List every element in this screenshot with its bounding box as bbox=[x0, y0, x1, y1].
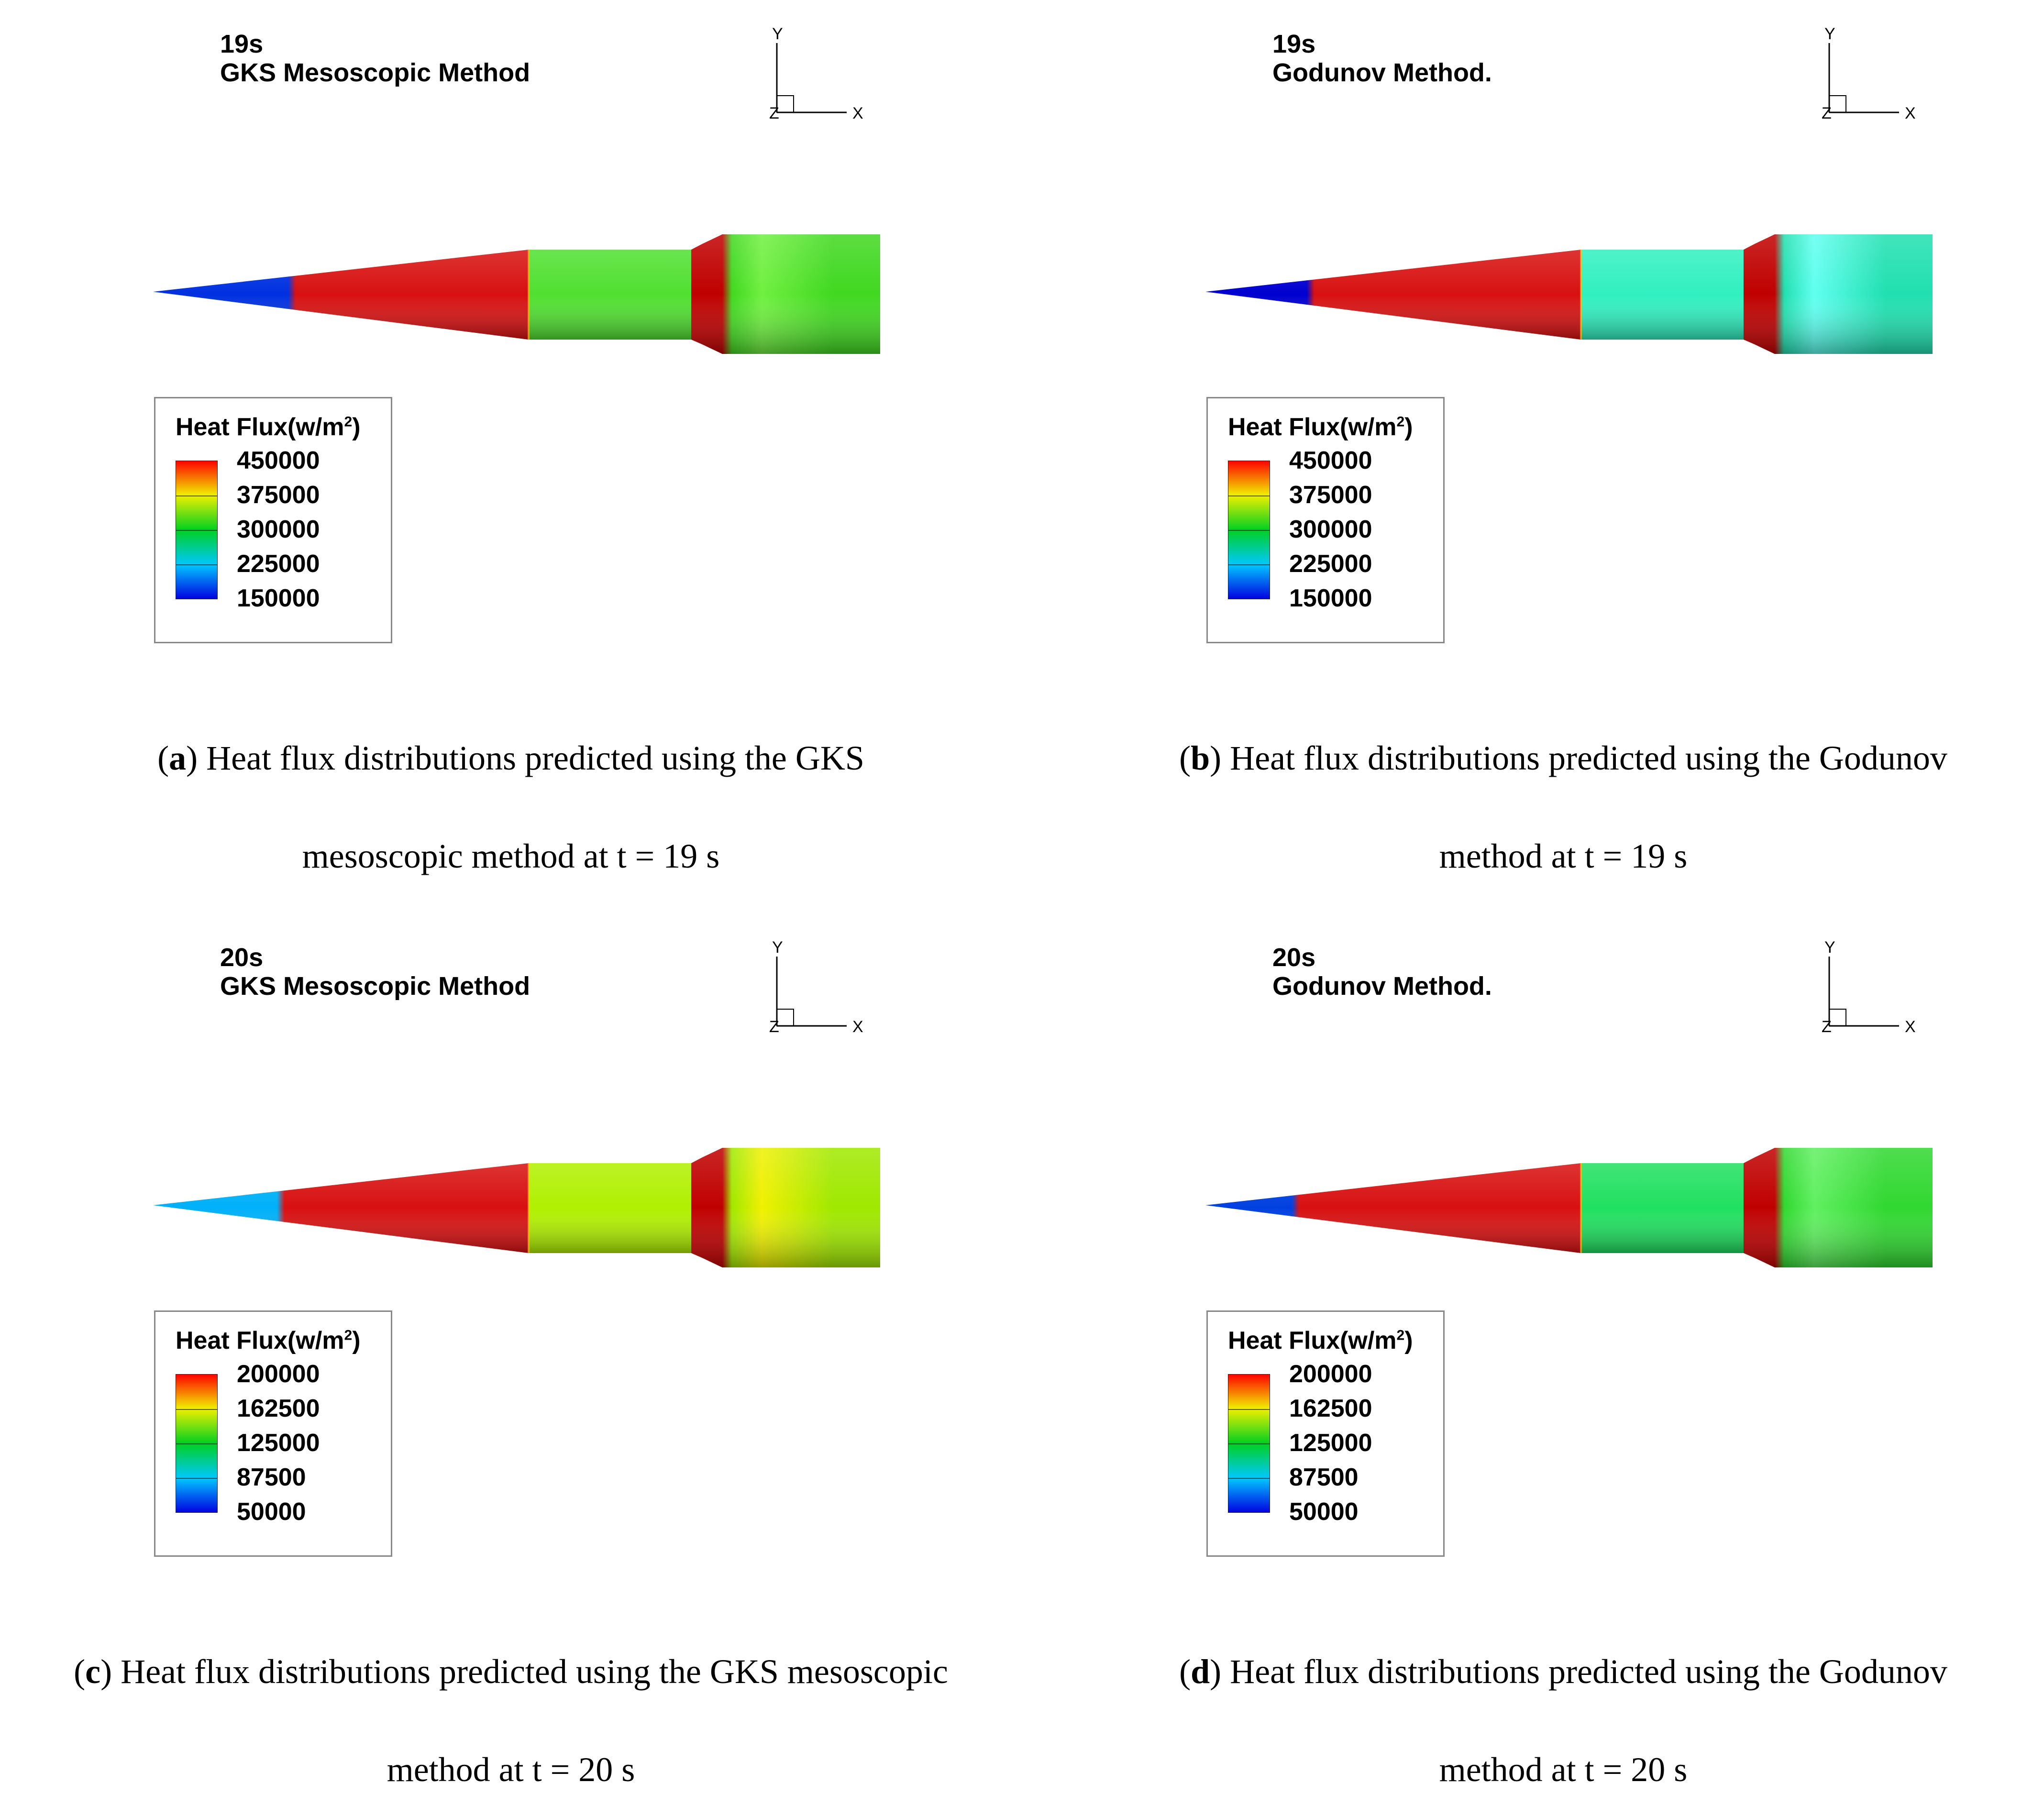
caption-line-2: method at t = 19 s bbox=[1439, 837, 1688, 875]
legend-level-2: 162500 bbox=[1289, 1395, 1372, 1422]
z-axis-box bbox=[1829, 95, 1846, 113]
legend-title: Heat Flux(w/m2) bbox=[1228, 1327, 1413, 1354]
legend-level-1: 450000 bbox=[237, 447, 320, 474]
legend-level-4: 225000 bbox=[237, 550, 320, 578]
legend-level-3: 125000 bbox=[1289, 1429, 1372, 1457]
legend-level-1: 200000 bbox=[237, 1360, 320, 1388]
legend-level-1: 450000 bbox=[1289, 447, 1372, 474]
caption-line-1: (b) Heat flux distributions predicted us… bbox=[1179, 739, 1947, 777]
legend-level-2: 162500 bbox=[237, 1395, 320, 1422]
legend-level-3: 125000 bbox=[237, 1429, 320, 1457]
legend-level-4: 87500 bbox=[1289, 1464, 1359, 1491]
surface-shading bbox=[722, 234, 880, 354]
colorbar-fill bbox=[1228, 461, 1270, 599]
caption-line-2: method at t = 20 s bbox=[387, 1750, 635, 1789]
surface-shading bbox=[1775, 1148, 1933, 1267]
legend-level-2: 375000 bbox=[1289, 481, 1372, 509]
legend-box: Heat Flux(w/m2) 450000 375000 300000 225… bbox=[154, 397, 392, 643]
legend-colorbar bbox=[1228, 461, 1270, 599]
legend-title: Heat Flux(w/m2) bbox=[1228, 413, 1413, 441]
colorbar-fill bbox=[176, 1374, 218, 1513]
legend-level-5: 150000 bbox=[1289, 584, 1372, 612]
legend-level-4: 87500 bbox=[237, 1464, 306, 1491]
figure-panel-a: 19s GKS Mesoscopic Method Y X Z Heat Flu… bbox=[0, 0, 1022, 902]
colorbar-fill bbox=[1228, 1374, 1270, 1513]
figure-panel-c: 20s GKS Mesoscopic Method Y X Z Heat Flu… bbox=[0, 914, 1022, 1816]
legend-level-5: 50000 bbox=[1289, 1498, 1359, 1526]
legend-box: Heat Flux(w/m2) 200000 162500 125000 875… bbox=[154, 1310, 392, 1557]
axis-triad: Y X Z bbox=[1822, 25, 1916, 122]
legend-colorbar bbox=[176, 1374, 218, 1513]
caption-line-2: mesoscopic method at t = 19 s bbox=[302, 837, 720, 875]
y-axis-label: Y bbox=[1824, 938, 1835, 957]
legend-level-3: 300000 bbox=[1289, 516, 1372, 543]
surface-shading bbox=[529, 250, 691, 340]
surface-shading bbox=[1744, 1148, 1775, 1267]
caption-line-1: (c) Heat flux distributions predicted us… bbox=[74, 1652, 948, 1691]
method-label: Godunov Method. bbox=[1272, 972, 1492, 1001]
x-axis-label: X bbox=[852, 104, 863, 122]
legend-box: Heat Flux(w/m2) 450000 375000 300000 225… bbox=[1206, 397, 1445, 643]
axis-triad: Y X Z bbox=[1822, 938, 1916, 1036]
surface-shading bbox=[529, 1163, 691, 1253]
surface-shading bbox=[1581, 250, 1744, 340]
legend-title: Heat Flux(w/m2) bbox=[176, 1327, 361, 1354]
x-axis-label: X bbox=[1905, 104, 1916, 122]
surface-shading bbox=[1205, 1163, 1581, 1253]
time-label: 20s bbox=[220, 943, 264, 972]
z-axis-label: Z bbox=[769, 1018, 779, 1036]
surface-shading bbox=[1581, 1163, 1744, 1253]
x-axis-label: X bbox=[1905, 1018, 1916, 1036]
method-label: GKS Mesoscopic Method bbox=[220, 972, 530, 1001]
z-axis-box bbox=[776, 1009, 794, 1026]
legend-colorbar bbox=[176, 461, 218, 599]
x-axis-label: X bbox=[852, 1018, 863, 1036]
y-axis-label: Y bbox=[772, 25, 783, 43]
method-label: Godunov Method. bbox=[1272, 58, 1492, 87]
vehicle-surface bbox=[153, 234, 880, 354]
z-axis-label: Z bbox=[1822, 1018, 1832, 1036]
z-axis-label: Z bbox=[1822, 104, 1832, 122]
surface-shading bbox=[1205, 250, 1581, 340]
vehicle-surface bbox=[153, 1148, 880, 1267]
legend-colorbar bbox=[1228, 1374, 1270, 1513]
legend-level-5: 150000 bbox=[237, 584, 320, 612]
time-label: 19s bbox=[220, 30, 264, 58]
caption-line-2: method at t = 20 s bbox=[1439, 1750, 1688, 1789]
caption-line-1: (d) Heat flux distributions predicted us… bbox=[1179, 1652, 1947, 1691]
surface-shading bbox=[691, 1148, 722, 1267]
vehicle-surface bbox=[1205, 1148, 1933, 1267]
time-label: 20s bbox=[1272, 943, 1316, 972]
figure-panel-b: 19s Godunov Method. Y X Z Heat Flux(w/m2… bbox=[1052, 0, 2044, 902]
z-axis-box bbox=[1829, 1009, 1846, 1026]
legend-level-3: 300000 bbox=[237, 516, 320, 543]
legend-level-2: 375000 bbox=[237, 481, 320, 509]
surface-shading bbox=[722, 1148, 880, 1267]
surface-shading bbox=[1744, 234, 1775, 354]
vehicle-surface bbox=[1205, 234, 1933, 354]
legend-level-4: 225000 bbox=[1289, 550, 1372, 578]
surface-shading bbox=[691, 234, 722, 354]
time-label: 19s bbox=[1272, 30, 1316, 58]
surface-shading bbox=[153, 1163, 529, 1253]
legend-level-5: 50000 bbox=[237, 1498, 306, 1526]
legend-level-1: 200000 bbox=[1289, 1360, 1372, 1388]
y-axis-label: Y bbox=[772, 938, 783, 957]
legend-title: Heat Flux(w/m2) bbox=[176, 413, 361, 441]
colorbar-fill bbox=[176, 461, 218, 599]
axis-triad: Y X Z bbox=[769, 938, 863, 1036]
y-axis-label: Y bbox=[1824, 25, 1835, 43]
surface-shading bbox=[1775, 234, 1933, 354]
z-axis-box bbox=[776, 95, 794, 113]
method-label: GKS Mesoscopic Method bbox=[220, 58, 530, 87]
legend-box: Heat Flux(w/m2) 200000 162500 125000 875… bbox=[1206, 1310, 1445, 1557]
figure-panel-d: 20s Godunov Method. Y X Z Heat Flux(w/m2… bbox=[1052, 914, 2044, 1816]
axis-triad: Y X Z bbox=[769, 25, 863, 122]
z-axis-label: Z bbox=[769, 104, 779, 122]
caption-line-1: (a) Heat flux distributions predicted us… bbox=[157, 739, 864, 777]
surface-shading bbox=[153, 250, 529, 340]
